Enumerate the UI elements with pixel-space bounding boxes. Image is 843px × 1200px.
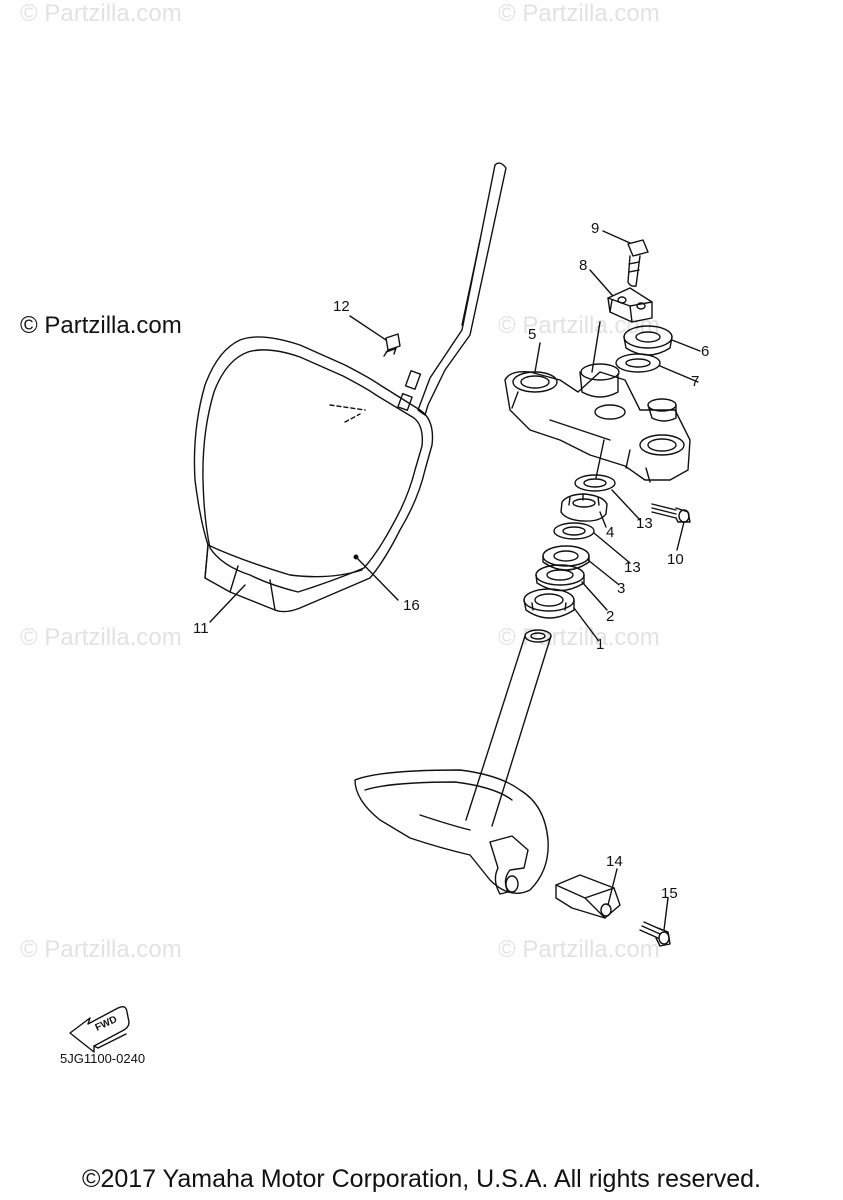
washer-13-upper <box>574 474 616 492</box>
bolt-15 <box>639 921 671 947</box>
callout-13-lower: 13 <box>624 559 641 576</box>
callout-16: 16 <box>403 597 420 614</box>
watermark-lower-left: © Partzilla.com <box>20 624 182 651</box>
callout-5: 5 <box>528 326 537 343</box>
ring-nut-4 <box>560 493 608 522</box>
steering-stem <box>354 629 552 895</box>
diagram-code: 5JG1100-0240 <box>60 1051 146 1066</box>
watermark-top-left: © Partzilla.com <box>20 0 182 27</box>
watermark-top-right: © Partzilla.com <box>498 0 660 27</box>
watermark-dark: © Partzilla.com <box>20 312 182 339</box>
leader-lines <box>209 230 701 931</box>
fwd-arrow-icon <box>69 1005 130 1053</box>
callout-14: 14 <box>606 853 623 870</box>
copyright-notice: ©2017 Yamaha Motor Corporation, U.S.A. A… <box>82 1165 761 1193</box>
callout-15: 15 <box>661 885 678 902</box>
watermark-bottom-right: © Partzilla.com <box>498 936 660 963</box>
callout-12: 12 <box>333 298 350 315</box>
callout-9: 9 <box>591 220 600 237</box>
number-plate <box>193 162 507 613</box>
bolt-12 <box>383 333 401 357</box>
callout-2: 2 <box>606 608 615 625</box>
callout-6: 6 <box>701 343 710 360</box>
callout-11: 11 <box>193 620 209 637</box>
callout-3: 3 <box>617 580 626 597</box>
fwd-label: FWD <box>94 1014 119 1034</box>
bolt-9 <box>627 239 649 287</box>
watermark-mid-right: © Partzilla.com <box>498 312 660 339</box>
callout-13-upper: 13 <box>636 515 653 532</box>
bearing-1 <box>523 588 575 619</box>
holder-14 <box>555 874 621 919</box>
upper-bracket-5 <box>504 363 691 483</box>
damper-6 <box>623 325 673 356</box>
callout-8: 8 <box>579 257 588 274</box>
callout-4: 4 <box>606 524 615 541</box>
watermark-bottom-left: © Partzilla.com <box>20 936 182 963</box>
bolt-10 <box>651 503 691 523</box>
handlebar-cap-8 <box>607 287 653 323</box>
washer-7 <box>615 353 661 373</box>
callout-1: 1 <box>596 636 605 653</box>
washer-13-lower <box>553 522 595 540</box>
callout-10: 10 <box>667 551 684 568</box>
callout-7: 7 <box>691 373 700 390</box>
